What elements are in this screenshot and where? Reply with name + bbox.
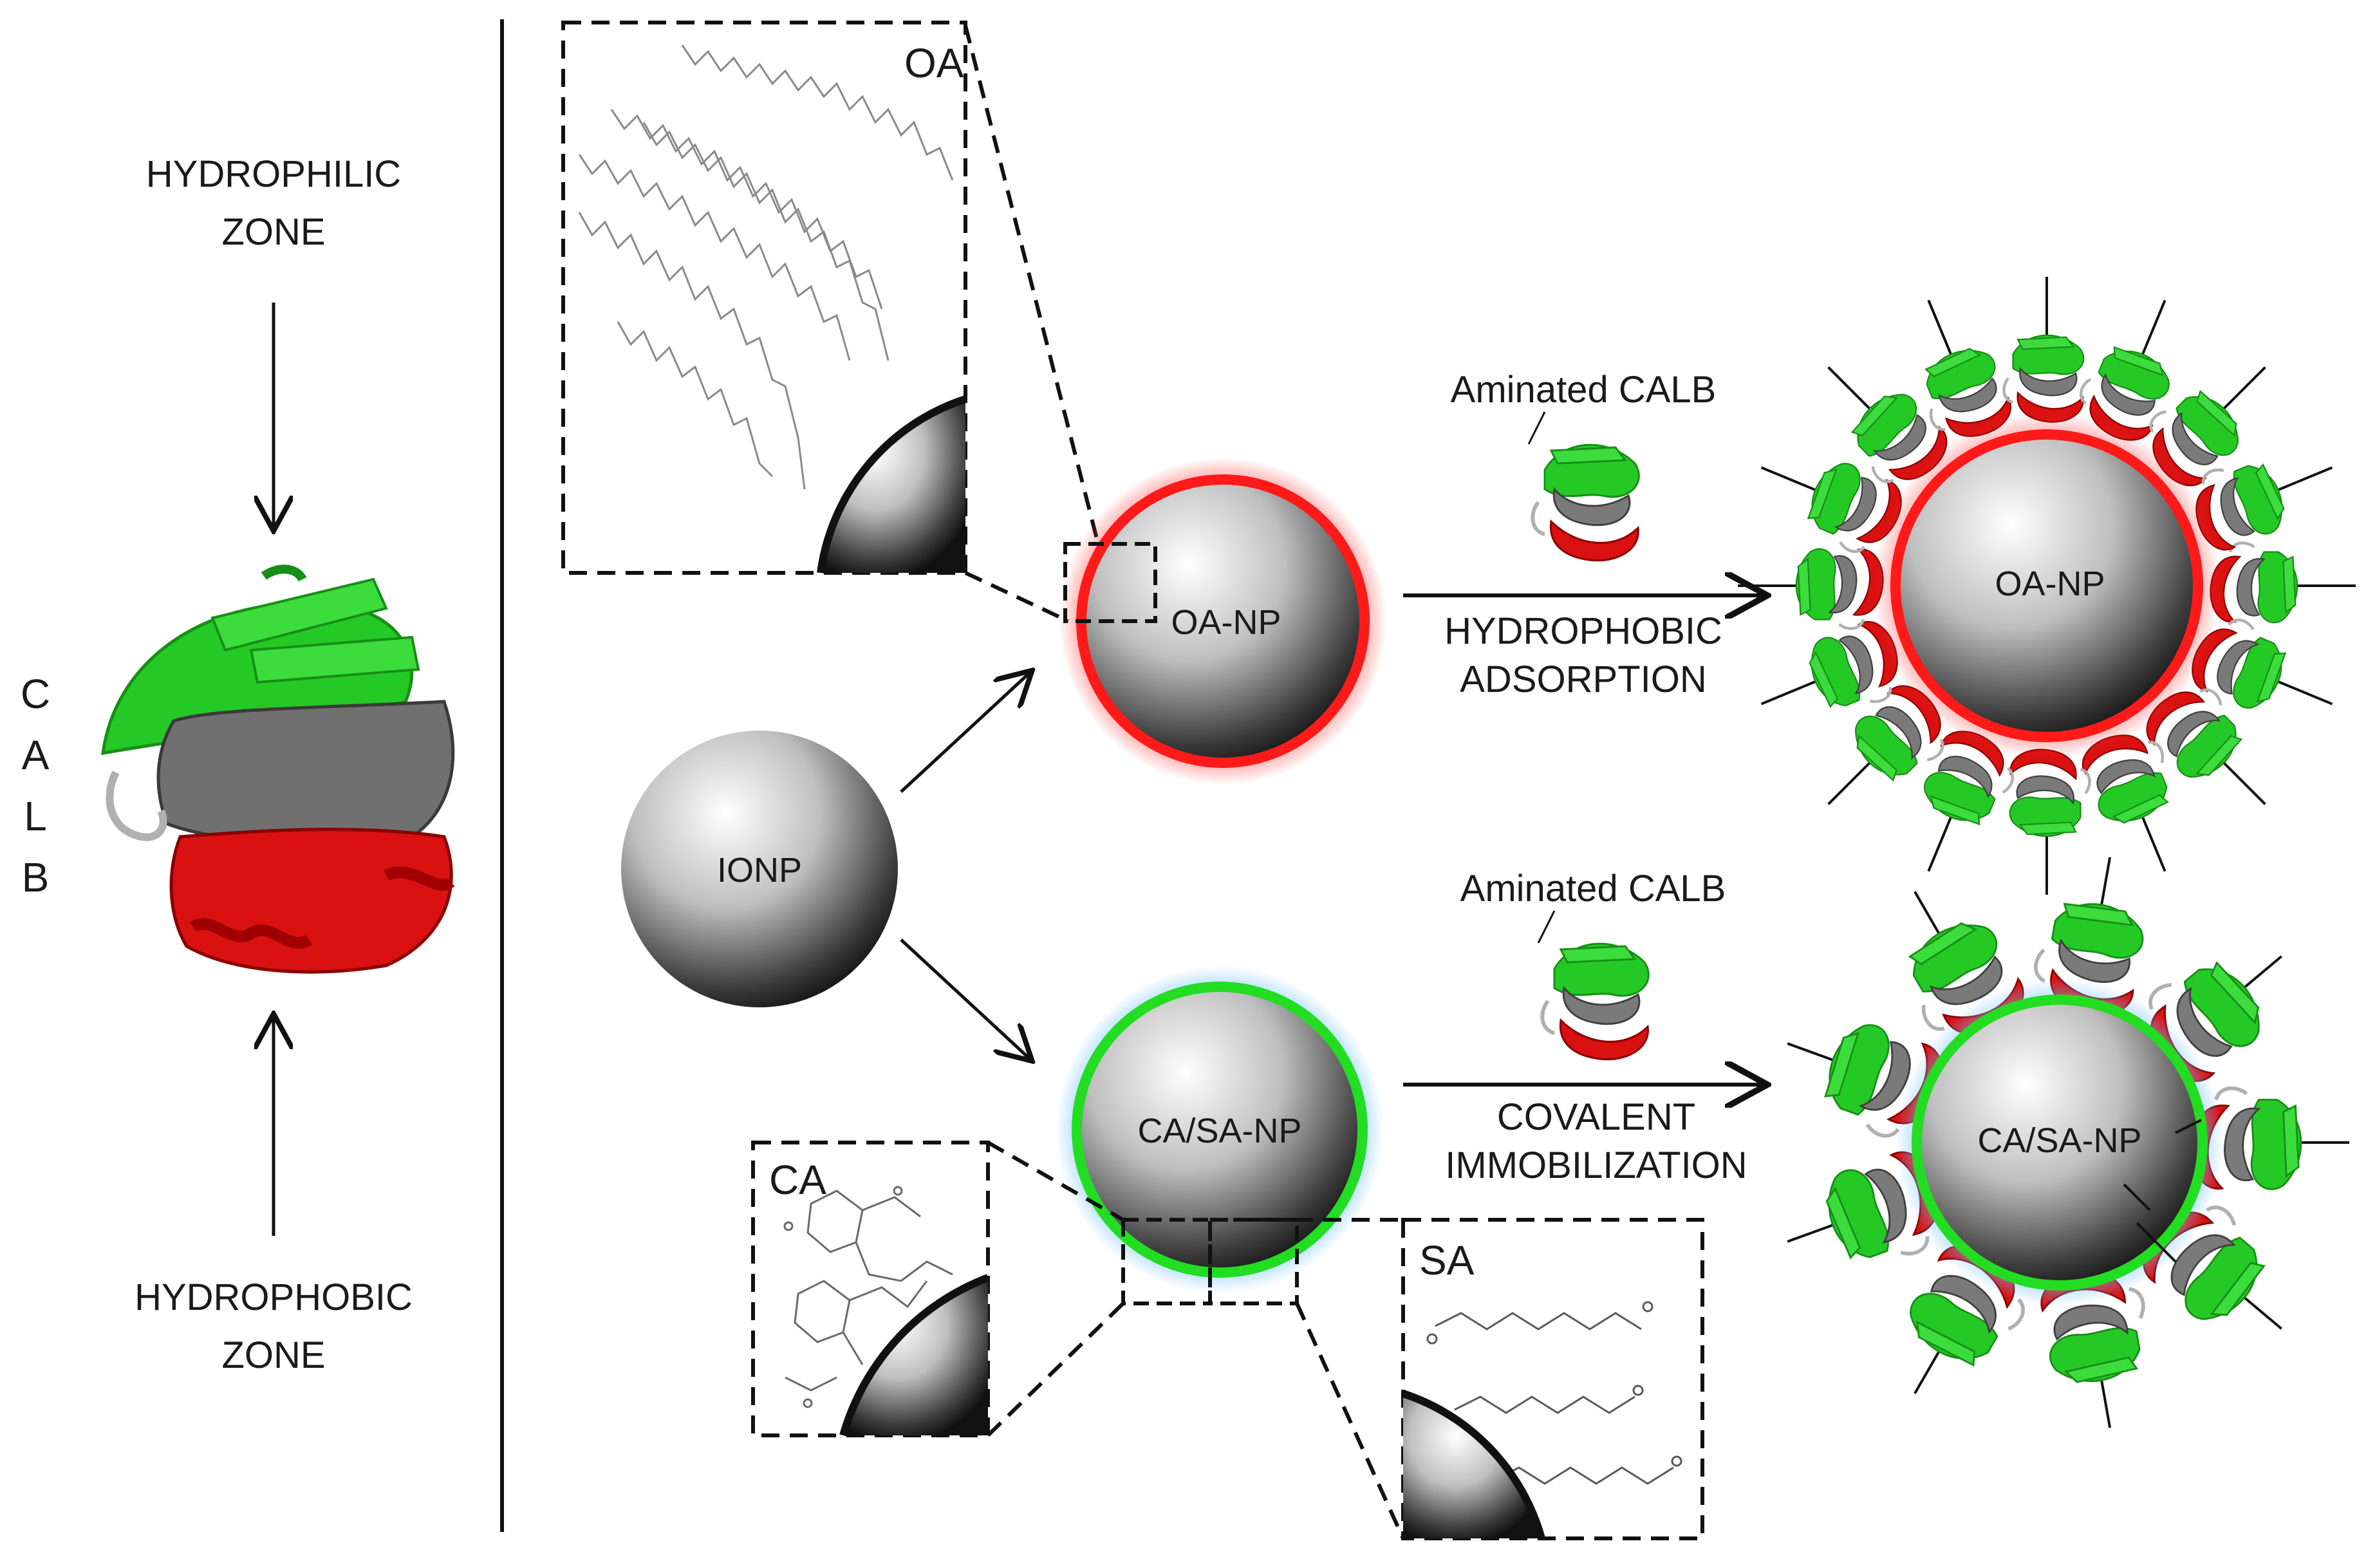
oa-np-particle: OA-NP [1059, 457, 1387, 785]
oa-inset-sphere-segment [821, 399, 965, 573]
left-panel: HYDROPHILIC ZONE HYDROPHOBIC ZONE C A L … [21, 153, 455, 1376]
casa-np-particle: CA/SA-NP [1056, 966, 1384, 1305]
linker-lines [2123, 1119, 2202, 1263]
calb-letter-l: L [24, 793, 47, 839]
ca-inset: CA [751, 1141, 990, 1437]
bottom-reagent-protein-icon [1542, 944, 1648, 1059]
oa-np-label: OA-NP [1171, 603, 1281, 642]
calb-protein-icon [2210, 543, 2297, 622]
oa-zoom-line-top [964, 25, 1103, 554]
ionp-particle: IONP [621, 731, 898, 1007]
hydrophobic-label-line1: HYDROPHOBIC [135, 1276, 413, 1318]
oa-np-final-label: OA-NP [1995, 565, 2105, 603]
oa-zoom-box [1063, 542, 1157, 623]
sa-zoom-line-bottom [1295, 1302, 1405, 1540]
hydrophilic-label-line2: ZONE [221, 211, 325, 253]
sa-inset-label: SA [1419, 1237, 1475, 1283]
covalent-calb-ring [1787, 857, 2349, 1428]
top-process-line2: ADSORPTION [1460, 658, 1707, 700]
bottom-process-line1: COVALENT [1497, 1096, 1695, 1138]
casa-np-calb-conjugate: CA/SA-NP [1787, 857, 2349, 1428]
sa-inset: SA [1401, 1218, 1704, 1540]
bottom-reagent-label: Aminated CALB [1460, 868, 1726, 910]
ca-zoom-box [1121, 1218, 1212, 1305]
hydrophilic-label-line1: HYDROPHILIC [146, 153, 401, 195]
oa-inset: OA [561, 21, 967, 575]
ca-inset-label: CA [769, 1157, 826, 1203]
calb-letter-c: C [21, 671, 50, 717]
oa-np-calb-conjugate: OA-NP [1738, 277, 2356, 895]
hydrophobic-label-line2: ZONE [221, 1334, 325, 1376]
calb-protein-structure [101, 565, 455, 974]
sa-zoom-box [1208, 1218, 1299, 1305]
oa-inset-label: OA [904, 40, 964, 86]
arrow-ionp-to-oa [900, 673, 1030, 793]
calb-letter-a: A [22, 732, 50, 778]
arrow-ionp-to-casa [900, 938, 1030, 1059]
sa-inset-sphere-segment [1403, 1394, 1542, 1538]
adsorbed-calb-ring [1738, 277, 2356, 895]
top-reagent-label: Aminated CALB [1451, 369, 1717, 411]
bottom-process-line2: IMMOBILIZATION [1445, 1144, 1747, 1186]
top-process-line1: HYDROPHOBIC [1444, 610, 1722, 652]
calb-protein-icon [2004, 335, 2083, 422]
citric-acid-molecules [783, 1186, 953, 1408]
bottom-reagent-leader [1537, 910, 1556, 944]
ca-inset-sphere-segment [843, 1278, 988, 1435]
top-reagent-protein-icon [1532, 445, 1639, 561]
top-reaction: Aminated CALB HYDROPHOBIC ADSORPTION [1403, 369, 1764, 700]
ca-zoom-line-bottom [986, 1302, 1125, 1437]
top-reagent-leader [1527, 411, 1546, 445]
casa-np-final-label: CA/SA-NP [1977, 1121, 2141, 1160]
ca-zoom-line-top [987, 1141, 1124, 1222]
calb-letter-b: B [22, 854, 50, 901]
ionp-label: IONP [717, 851, 802, 890]
bottom-reaction: Aminated CALB COVALENT IMMOBILIZATION [1403, 868, 1764, 1186]
casa-np-label: CA/SA-NP [1137, 1112, 1301, 1150]
oleic-acid-chains [578, 44, 954, 490]
oa-zoom-line-bottom [964, 571, 1070, 623]
calb-protein-icon [2010, 749, 2090, 836]
calb-protein-icon [1796, 549, 1883, 629]
